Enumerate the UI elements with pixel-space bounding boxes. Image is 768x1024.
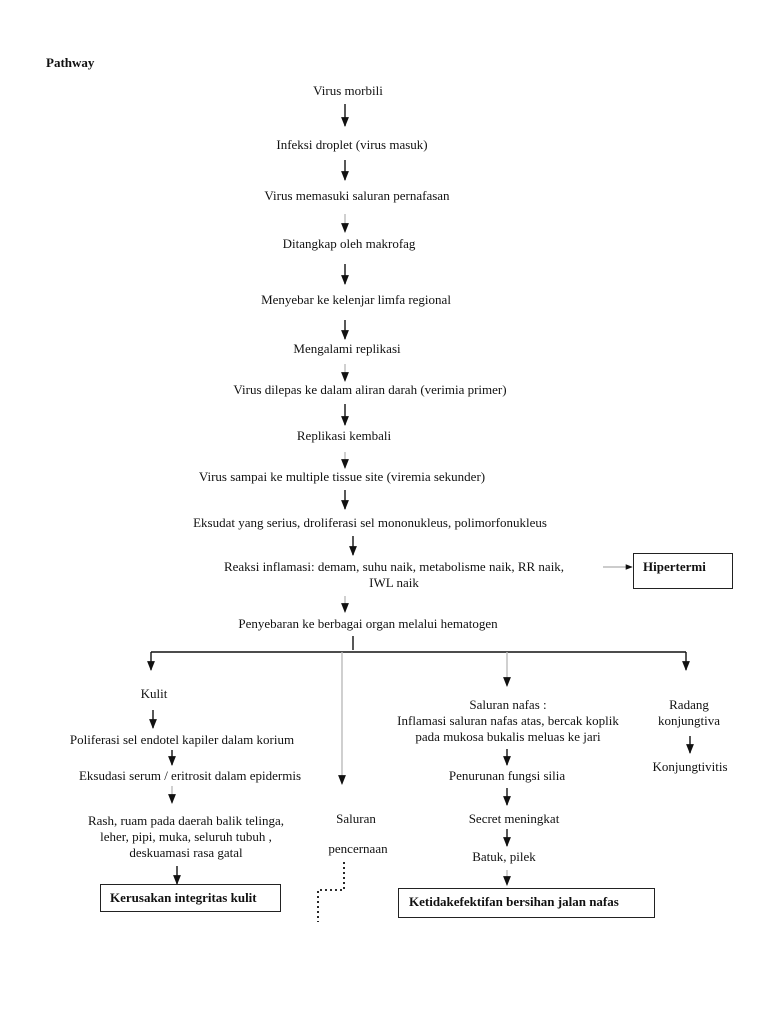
step-reaksi-inflamasi: Reaksi inflamasi: demam, suhu naik, meta… <box>223 559 565 590</box>
diagnosis-jalan-nafas: Ketidakefektifan bersihan jalan nafas <box>398 888 655 918</box>
nafas-silia: Penurunan fungsi silia <box>448 768 566 783</box>
step-kelenjar-limfa: Menyebar ke kelenjar limfa regional <box>261 292 451 307</box>
branch-pencernaan-line1: Saluran <box>336 811 376 826</box>
branch-pencernaan-line2: pencernaan <box>328 841 388 856</box>
kulit-poliferasi: Poliferasi sel endotel kapiler dalam kor… <box>69 732 295 747</box>
pencernaan-dotted <box>317 862 345 922</box>
kulit-eksudasi: Eksudasi serum / eritrosit dalam epiderm… <box>78 768 302 783</box>
step-infeksi-droplet: Infeksi droplet (virus masuk) <box>276 137 428 152</box>
step-makrofag: Ditangkap oleh makrofag <box>282 236 416 251</box>
nafas-secret: Secret meningkat <box>468 811 560 826</box>
diagnosis-hipertermi: Hipertermi <box>633 553 733 589</box>
branch-kulit: Kulit <box>140 686 168 701</box>
diagnosis-kerusakan-kulit: Kerusakan integritas kulit <box>100 884 281 912</box>
step-verimia-primer: Virus dilepas ke dalam aliran darah (ver… <box>233 382 507 397</box>
step-eksudat: Eksudat yang serius, droliferasi sel mon… <box>193 515 547 530</box>
konjungtivitis: Konjungtivitis <box>652 759 728 774</box>
nafas-batuk: Batuk, pilek <box>472 849 536 864</box>
step-replikasi: Mengalami replikasi <box>293 341 401 356</box>
step-virus-morbili: Virus morbili <box>313 83 383 98</box>
step-saluran-pernafasan: Virus memasuki saluran pernafasan <box>264 188 450 203</box>
kulit-rash: Rash, ruam pada daerah balik telinga, le… <box>87 813 285 860</box>
branch-konjungtiva: Radang konjungtiva <box>657 697 721 728</box>
step-viremia-sekunder: Virus sampai ke multiple tissue site (vi… <box>198 469 486 484</box>
branch-saluran-nafas: Saluran nafas : Inflamasi saluran nafas … <box>397 697 619 744</box>
step-replikasi-kembali: Replikasi kembali <box>296 428 392 443</box>
page-title: Pathway <box>46 55 95 70</box>
step-penyebaran: Penyebaran ke berbagai organ melalui hem… <box>238 616 498 631</box>
